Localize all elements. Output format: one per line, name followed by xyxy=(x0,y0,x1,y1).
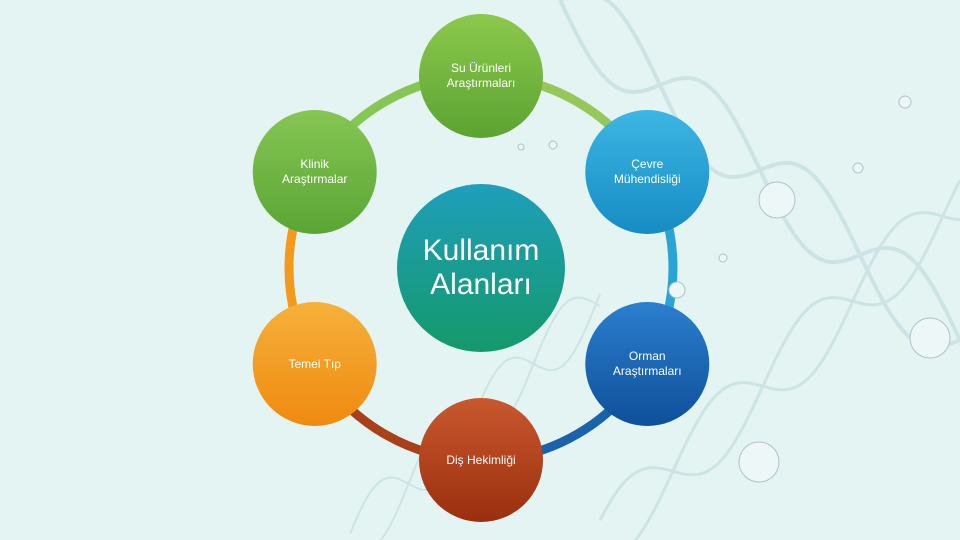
node-circle xyxy=(419,14,543,138)
node-circle xyxy=(419,398,543,522)
node-circle xyxy=(252,302,377,426)
helix-strand xyxy=(598,179,960,521)
thumb-frame xyxy=(718,253,728,263)
helix-strand xyxy=(560,0,960,350)
thumb-frame xyxy=(738,441,780,483)
thumb-frame xyxy=(909,317,951,359)
thumb-frame xyxy=(758,181,796,219)
node-circle xyxy=(585,302,710,426)
thumb-frame xyxy=(668,281,686,299)
thumb-frame xyxy=(898,95,912,109)
node-circle xyxy=(252,110,377,234)
thumb-frame xyxy=(517,143,525,151)
helix-strand xyxy=(633,211,960,540)
thumb-frame xyxy=(548,140,558,150)
thumb-frame xyxy=(852,162,864,174)
center-circle xyxy=(397,184,565,352)
node-circle xyxy=(585,110,710,234)
